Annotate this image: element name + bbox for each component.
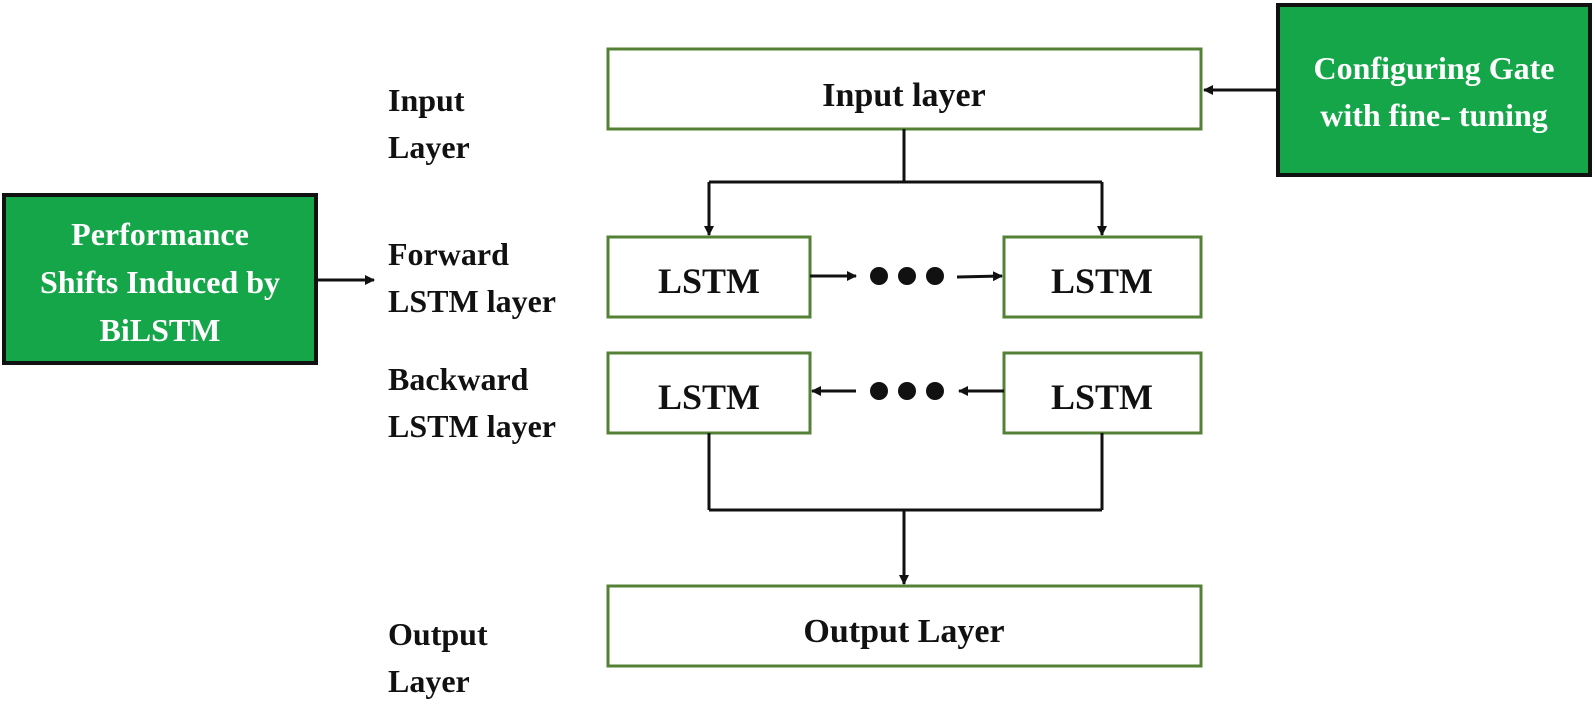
forward-lstm-right-box	[1002, 235, 1203, 319]
label-backward-line1: Backward	[388, 361, 529, 397]
configuring-gate-box	[1276, 3, 1592, 177]
backward-ellipsis-dot-1	[870, 382, 888, 400]
backward-ellipsis-dot-3	[926, 382, 944, 400]
configuring-line2: with fine- tuning	[1320, 97, 1548, 133]
forward-lstm-left-label: LSTM	[658, 261, 760, 301]
output-layer-box	[606, 584, 1203, 668]
label-input-layer-line2: Layer	[388, 129, 470, 165]
performance-box	[2, 193, 318, 365]
arrow-forward-dots-to-right	[956, 271, 1003, 282]
performance-line3: BiLSTM	[100, 312, 221, 348]
backward-lstm-right-label: LSTM	[1051, 377, 1153, 417]
performance-line1: Performance	[71, 216, 249, 252]
forward-lstm-right-label: LSTM	[1051, 261, 1153, 301]
backward-lstm-left-label: LSTM	[658, 377, 760, 417]
label-input-layer-line1: Input	[388, 82, 465, 118]
label-output-line2: Layer	[388, 663, 470, 699]
backward-lstm-right-box	[1002, 351, 1203, 435]
input-layer-box	[606, 47, 1203, 131]
backward-ellipsis-dot-2	[898, 382, 916, 400]
forward-ellipsis-dot-3	[926, 267, 944, 285]
output-layer-label: Output Layer	[803, 613, 1004, 650]
label-backward-line2: LSTM layer	[388, 408, 556, 444]
label-forward-line1: Forward	[388, 236, 509, 272]
forward-lstm-left-box	[606, 235, 812, 319]
forward-ellipsis-dot-2	[898, 267, 916, 285]
configuring-line1: Configuring Gate	[1314, 50, 1555, 86]
label-output-line1: Output	[388, 616, 488, 652]
input-layer-label: Input layer	[822, 77, 985, 114]
label-forward-line2: LSTM layer	[388, 283, 556, 319]
forward-ellipsis-dot-1	[870, 267, 888, 285]
performance-line2: Shifts Induced by	[40, 264, 280, 300]
